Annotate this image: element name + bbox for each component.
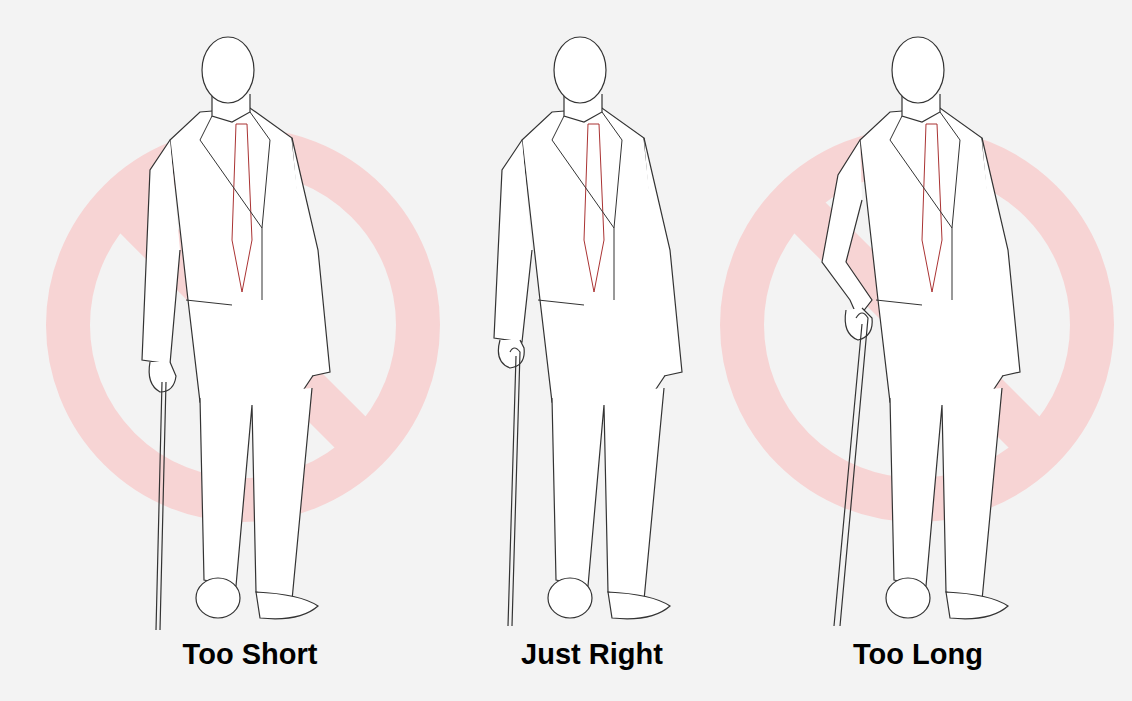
man-figure [522,37,682,619]
arm [494,140,532,342]
arm [142,140,180,364]
caption-label: Too Short [183,637,318,671]
hand [149,362,176,392]
cane [156,382,166,630]
arm [822,140,872,318]
caption-label: Too Long [853,637,983,671]
caption-label: Just Right [521,637,663,671]
cane [508,348,520,626]
man-figure [170,37,330,619]
hand [845,308,872,340]
man-figure [860,37,1020,619]
cane [834,313,868,626]
